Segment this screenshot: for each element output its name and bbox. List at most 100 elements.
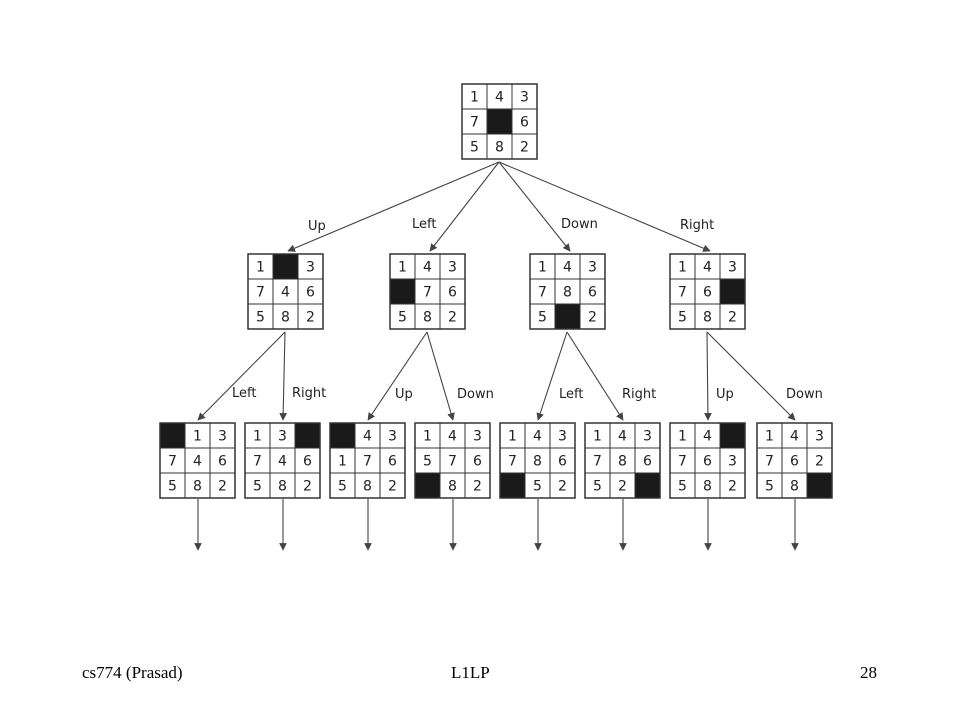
tile-number: 8 — [703, 310, 712, 326]
tile-cell — [511, 83, 538, 110]
tile-number: 4 — [495, 90, 504, 106]
tile-number: 8 — [363, 479, 372, 495]
tile-number: 8 — [703, 479, 712, 495]
tile-cell — [781, 472, 808, 499]
move-label-down: Down — [561, 217, 598, 232]
tile-cell — [669, 447, 696, 474]
tile-number: 6 — [703, 454, 712, 470]
tile-cell — [694, 472, 721, 499]
blank-tile — [806, 472, 833, 499]
tile-cell — [486, 83, 513, 110]
tile-number: 7 — [678, 285, 687, 301]
tile-number: 3 — [728, 454, 737, 470]
tile-number: 8 — [193, 479, 202, 495]
tile-cell — [694, 422, 721, 449]
tile-number: 5 — [678, 310, 687, 326]
tile-cell — [354, 447, 381, 474]
tile-cell — [269, 422, 296, 449]
tile-number: 2 — [473, 479, 482, 495]
edge-root-to-level1 — [498, 161, 571, 252]
tile-cell — [354, 472, 381, 499]
move-label-left: Left — [559, 387, 583, 402]
blank-tile — [159, 422, 186, 449]
tile-number: 8 — [448, 479, 457, 495]
tile-number: 8 — [423, 310, 432, 326]
tile-number: 3 — [520, 90, 529, 106]
tile-number: 8 — [563, 285, 572, 301]
tile-cell — [499, 422, 526, 449]
tile-number: 3 — [588, 260, 597, 276]
blank-tile — [719, 278, 746, 305]
move-label-right: Right — [622, 387, 656, 402]
tile-cell — [719, 303, 746, 330]
board-frame — [159, 422, 236, 499]
footer-page-number: 28 — [860, 663, 877, 682]
blank-tile — [389, 278, 416, 305]
tile-number: 7 — [538, 285, 547, 301]
edge-root-to-level1 — [429, 161, 500, 252]
tile-number: 1 — [398, 260, 407, 276]
move-label-right: Right — [292, 386, 326, 401]
tile-number: 2 — [588, 310, 597, 326]
board-frame — [461, 83, 538, 160]
tile-number: 1 — [508, 429, 517, 445]
tile-number: 5 — [765, 479, 774, 495]
tile-number: 4 — [703, 260, 712, 276]
tile-cell — [354, 422, 381, 449]
edge-level1-to-level2 — [536, 331, 568, 421]
edge-level1-to-level2 — [706, 331, 796, 421]
edge-level1-to-level2 — [197, 331, 286, 421]
tile-number: 6 — [306, 285, 315, 301]
tile-cell — [609, 447, 636, 474]
tile-cell — [669, 472, 696, 499]
edge-level1-to-level2 — [704, 331, 712, 421]
tile-number: 5 — [256, 310, 265, 326]
tile-number: 4 — [423, 260, 432, 276]
tile-number: 5 — [168, 479, 177, 495]
tile-number: 3 — [473, 429, 482, 445]
tile-number: 7 — [423, 285, 432, 301]
tile-number: 1 — [538, 260, 547, 276]
tile-number: 1 — [470, 90, 479, 106]
tile-cell — [756, 472, 783, 499]
tile-number: 7 — [253, 454, 262, 470]
tile-number: 4 — [563, 260, 572, 276]
edge-root-to-level1 — [498, 161, 711, 252]
board-frame — [247, 253, 324, 330]
tile-cell — [554, 253, 581, 280]
tile-number: 2 — [448, 310, 457, 326]
move-label-down: Down — [457, 387, 494, 402]
tile-number: 8 — [495, 140, 504, 156]
tile-cell — [209, 422, 236, 449]
tile-number: 6 — [303, 454, 312, 470]
tile-cell — [184, 472, 211, 499]
tile-number: 4 — [363, 429, 372, 445]
tile-number: 2 — [388, 479, 397, 495]
move-label-left: Left — [232, 386, 256, 401]
footer-course: cs774 (Prasad) — [82, 663, 183, 682]
board-frame — [584, 422, 661, 499]
tile-number: 8 — [533, 454, 542, 470]
tile-number: 7 — [593, 454, 602, 470]
move-label-down: Down — [786, 387, 823, 402]
tile-number: 7 — [470, 115, 479, 131]
tile-cell — [294, 447, 321, 474]
tile-number: 6 — [558, 454, 567, 470]
tile-number: 1 — [423, 429, 432, 445]
tile-number: 3 — [388, 429, 397, 445]
tile-number: 2 — [303, 479, 312, 495]
tile-number: 6 — [218, 454, 227, 470]
tile-number: 3 — [278, 429, 287, 445]
tile-number: 4 — [703, 429, 712, 445]
tile-cell — [756, 447, 783, 474]
tile-number: 2 — [218, 479, 227, 495]
tile-number: 2 — [618, 479, 627, 495]
tile-cell — [464, 447, 491, 474]
tile-number: 8 — [278, 479, 287, 495]
